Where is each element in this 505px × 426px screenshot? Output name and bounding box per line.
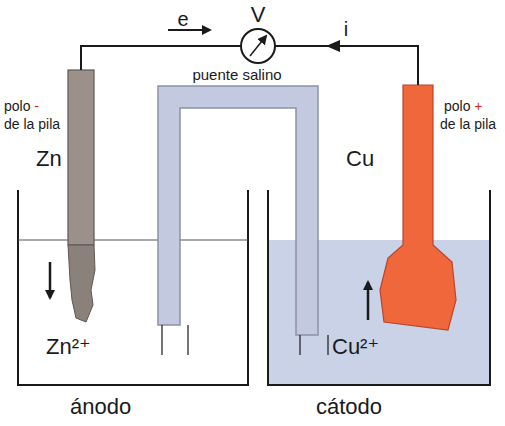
pole-label: de la pila [4, 116, 60, 132]
ion-arrow [49, 262, 52, 298]
ion-arrow [367, 282, 370, 320]
pole-label: de la pila [440, 116, 496, 132]
voltmeter [241, 29, 275, 63]
voltmeter-needle [250, 36, 266, 56]
wire [275, 46, 418, 85]
electron-label: e [177, 8, 188, 31]
bridge-tube [161, 325, 162, 355]
bridge-tube [187, 325, 188, 355]
pole-label: polo - [4, 98, 39, 114]
electrode-role: ánodo [70, 394, 131, 419]
ion-label: Cu²⁺ [332, 334, 379, 359]
electrode-role: cátodo [316, 394, 382, 419]
bridge-tube [327, 335, 328, 355]
bridge-label: puente salino [192, 66, 281, 83]
pole-label: polo + [444, 98, 483, 114]
zinc-electrode [68, 70, 94, 245]
electrode-label: Cu [346, 146, 374, 171]
electrode-label: Zn [36, 146, 62, 171]
electron-arrow [168, 29, 210, 31]
current-label: i [344, 18, 348, 41]
salt-bridge [158, 86, 318, 335]
ion-label: Zn²⁺ [46, 334, 91, 359]
anode-beaker [18, 190, 248, 385]
current-arrow [326, 40, 340, 52]
bridge-tube [299, 335, 300, 355]
meter-label: V [251, 2, 266, 27]
solution-level [18, 240, 248, 241]
corroded-zinc [68, 245, 95, 322]
